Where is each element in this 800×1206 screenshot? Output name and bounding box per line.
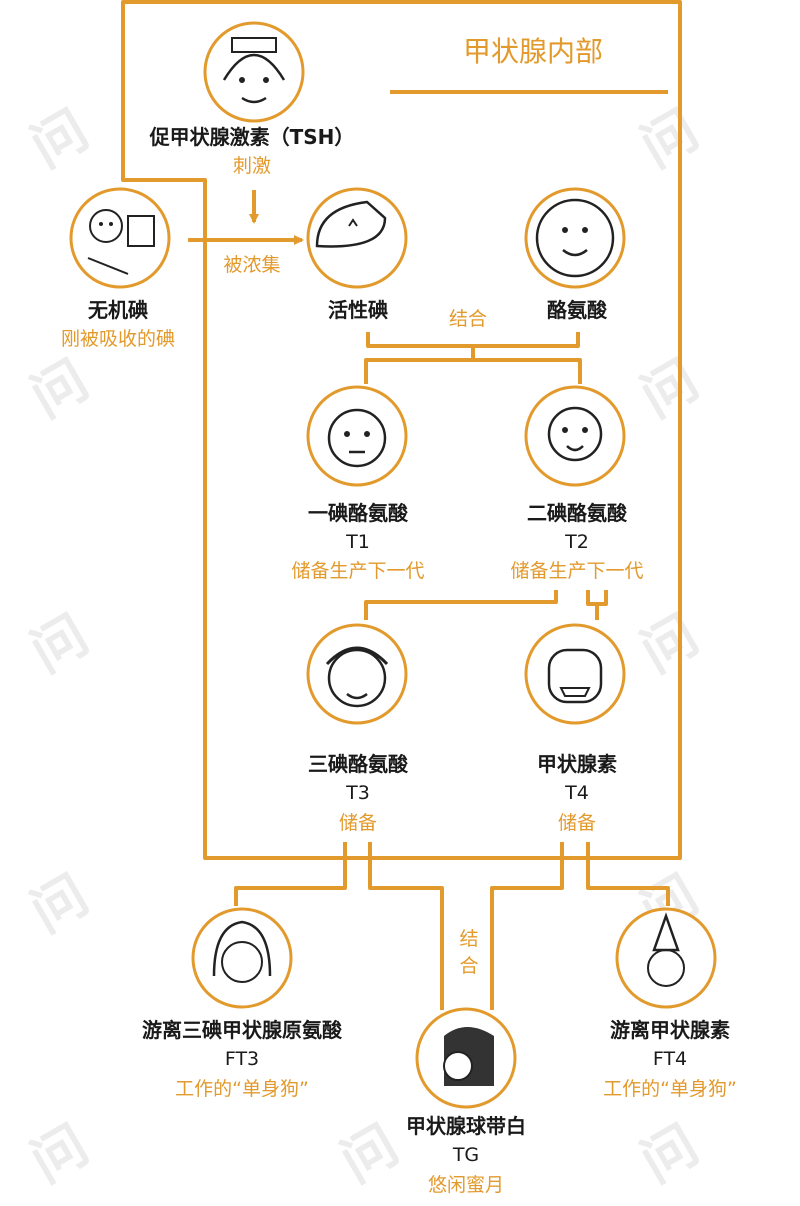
ft3-name: 游离三碘甲状腺原氨酸: [142, 1018, 342, 1042]
t3-to-tg-line: [368, 842, 444, 1010]
tg-code: TG: [452, 1144, 480, 1166]
tsh-note: 刺激: [232, 155, 272, 177]
t4-code: T4: [565, 782, 589, 804]
ft4-name: 游离甲状腺素: [610, 1018, 730, 1042]
ft3-character-icon: [191, 907, 293, 1009]
tyrosine-icon: [524, 187, 626, 289]
t4-to-tg-line: [490, 842, 564, 1010]
inorganic-iodine-icon: [69, 187, 171, 289]
mit-note: 储备生产下一代: [291, 560, 425, 582]
active-iodine-name: 活性碘: [328, 298, 388, 322]
t3-note: 储备: [338, 812, 378, 834]
combine-label-1: 结合: [448, 308, 488, 330]
ft4-character-icon: [615, 907, 717, 1009]
t3-character-icon: [306, 623, 408, 725]
active-iodine-icon: [306, 187, 408, 289]
t3-name: 三碘酪氨酸: [308, 752, 408, 776]
mit-code: T1: [346, 531, 370, 553]
dit-code: T2: [565, 531, 589, 553]
dit-name: 二碘酪氨酸: [527, 501, 627, 525]
t4-character-icon: [524, 623, 626, 725]
t3-to-ft3-line: [234, 842, 347, 906]
tg-character-icon: [415, 1007, 517, 1109]
tg-name: 甲状腺球带白: [406, 1114, 526, 1138]
inorganic-iodine-name: 无机碘: [88, 298, 148, 322]
ft4-code: FT4: [652, 1048, 688, 1070]
concentrate-label: 被浓集: [223, 254, 281, 276]
t3-code: T3: [346, 782, 370, 804]
ft4-note: 工作的“单身狗”: [603, 1078, 737, 1100]
t4-name: 甲状腺素: [537, 752, 617, 776]
dit-character-icon: [524, 385, 626, 487]
page-title: 甲状腺内部: [462, 35, 604, 68]
t4-note: 储备: [557, 812, 597, 834]
t1-t2-to-t3-line: [364, 590, 558, 620]
t4-to-ft4-line: [586, 842, 670, 906]
dit-note: 储备生产下一代: [510, 560, 644, 582]
inorganic-iodine-note: 刚被吸收的碘: [60, 328, 176, 350]
t2-loop: [586, 590, 608, 606]
tg-note: 悠闲蜜月: [427, 1174, 505, 1196]
ft3-note: 工作的“单身狗”: [175, 1078, 309, 1100]
tsh-name: 促甲状腺激素（TSH）: [149, 125, 355, 149]
combine-label-2: 结合: [459, 928, 479, 977]
ft3-code: FT3: [224, 1048, 260, 1070]
combine-bracket: [366, 332, 580, 348]
mit-name: 一碘酪氨酸: [308, 501, 408, 525]
mit-character-icon: [306, 385, 408, 487]
split-bracket: [364, 358, 582, 384]
tsh-character-icon: [203, 21, 305, 123]
thyroid-box: [121, 0, 682, 860]
tyrosine-name: 酪氨酸: [547, 298, 607, 322]
